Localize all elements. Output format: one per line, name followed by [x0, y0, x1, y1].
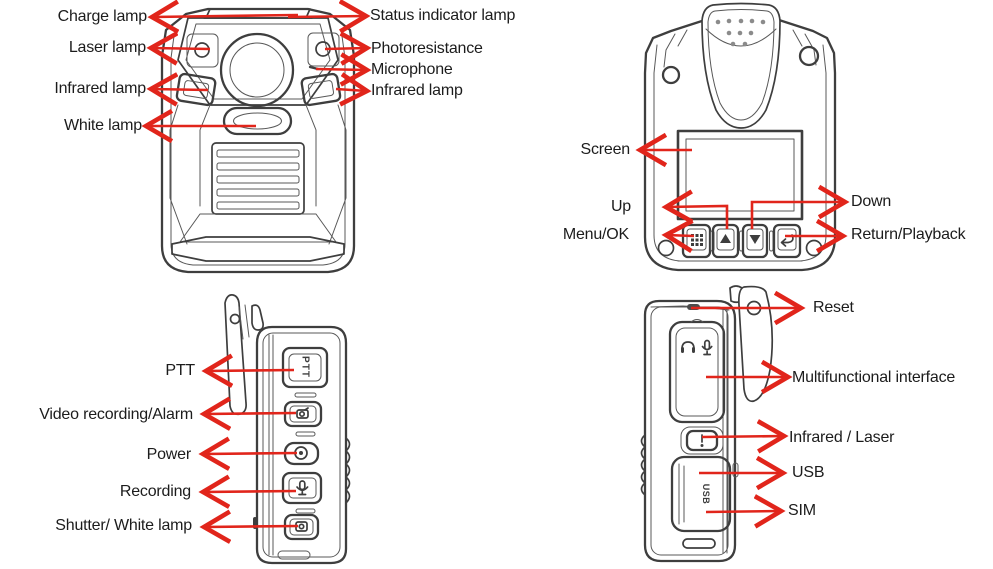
label-ptt: PTT	[165, 362, 195, 379]
label-recording: Recording	[119, 483, 191, 500]
label-microphone: Microphone	[371, 61, 453, 78]
label-screen: Screen	[580, 141, 631, 158]
arrow-microphone	[315, 69, 367, 70]
label-power: Power	[146, 446, 192, 463]
arrow-sim	[705, 511, 781, 512]
arrow-ptt	[206, 370, 295, 371]
screen-icon	[676, 129, 804, 221]
right-side-view-diagram: USB	[640, 285, 774, 563]
multifunctional-interface-cover	[668, 319, 726, 424]
grip-ridges	[640, 434, 646, 496]
back-view-diagram	[643, 2, 837, 272]
label-photoresistance: Photoresistance	[371, 40, 483, 57]
arrow-shutter-white-lamp	[204, 526, 299, 527]
label-video-recording-alarm: Video recording/Alarm	[39, 406, 193, 423]
label-reset: Reset	[813, 299, 854, 316]
label-menu-ok: Menu/OK	[562, 226, 629, 243]
arrow-video-recording-alarm	[204, 413, 297, 414]
up-button-icon	[711, 223, 740, 259]
recording-button-icon	[281, 471, 323, 505]
label-return-playback: Return/Playback	[851, 226, 966, 243]
label-shutter-white-lamp: Shutter/ White lamp	[55, 517, 192, 534]
label-multifunctional-interface: Multifunctional interface	[792, 369, 956, 386]
return-playback-button-icon	[772, 223, 802, 259]
arrow-charge-lamp	[152, 15, 299, 17]
arrow-infrared-lamp-left	[151, 89, 209, 90]
arrow-recording	[203, 491, 297, 492]
ptt-button: PTT	[281, 346, 329, 389]
label-infrared-lamp-left: Infrared lamp	[54, 80, 146, 97]
camera-lens-icon	[219, 32, 295, 108]
arrow-photoresistance	[324, 48, 367, 49]
arrow-menu-ok	[666, 235, 695, 236]
arrow-down	[750, 202, 845, 229]
arrow-infrared-laser	[701, 436, 784, 437]
shoulder-screw-right	[798, 45, 820, 67]
infrared-lamp-right-icon	[300, 72, 342, 107]
front-view-diagram	[160, 7, 356, 274]
label-infrared-lamp-right: Infrared lamp	[371, 82, 463, 99]
headphone-icon	[681, 341, 695, 353]
leader-arrows	[146, 15, 845, 527]
label-sim: SIM	[788, 502, 816, 519]
arrow-infrared-lamp-right	[335, 89, 367, 91]
mic-icon	[701, 339, 713, 356]
grip-ridges	[345, 437, 351, 504]
label-charge-lamp: Charge lamp	[57, 8, 148, 25]
arrow-status-indicator-lamp	[287, 16, 366, 17]
usb-flap: USB	[670, 455, 732, 533]
infrared-laser-button-icon	[680, 426, 724, 455]
label-laser-lamp: Laser lamp	[68, 39, 146, 56]
arrow-power	[203, 453, 298, 454]
left-side-view-diagram: PTT	[224, 294, 351, 565]
shoulder-screw-left	[661, 65, 681, 85]
label-usb: USB	[792, 464, 825, 481]
label-white-lamp: White lamp	[63, 117, 142, 134]
label-status-indicator-lamp: Status indicator lamp	[370, 7, 516, 24]
back-clip	[701, 2, 781, 129]
side-clip	[224, 294, 247, 416]
label-down: Down	[851, 193, 892, 210]
arrow-up	[666, 206, 729, 229]
white-lamp-icon	[222, 106, 293, 136]
down-button-icon	[741, 223, 769, 259]
label-up: Up	[610, 198, 631, 215]
arrow-laser-lamp	[151, 48, 211, 49]
bottom-slot	[682, 538, 716, 549]
side-clip	[738, 285, 774, 403]
usb-flap-label: USB	[701, 484, 711, 505]
ptt-button-label: PTT	[300, 356, 311, 378]
label-infrared-laser: Infrared / Laser	[789, 429, 895, 446]
